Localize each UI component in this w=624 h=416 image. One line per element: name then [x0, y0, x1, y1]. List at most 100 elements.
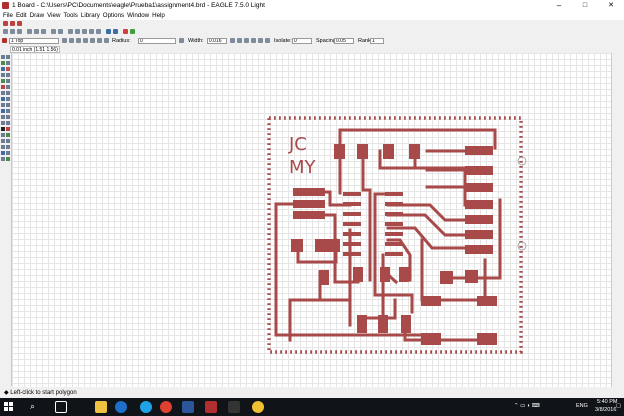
- zoom-fit-icon[interactable]: [68, 29, 73, 34]
- layer-select[interactable]: 1 Top: [9, 38, 59, 44]
- value-icon[interactable]: [6, 91, 10, 95]
- split-icon[interactable]: [1, 103, 5, 107]
- delete-icon[interactable]: [1, 85, 5, 89]
- wire-bend-icon-7[interactable]: [104, 38, 109, 43]
- eagle-taskbar-icon[interactable]: [205, 401, 217, 413]
- menu-window[interactable]: Window: [127, 12, 150, 19]
- menu-options[interactable]: Options: [102, 12, 125, 19]
- rank-field[interactable]: 1: [370, 38, 384, 44]
- close-button[interactable]: ✕: [608, 2, 614, 9]
- board-canvas[interactable]: JC MY: [12, 53, 611, 387]
- optimize-icon[interactable]: [6, 103, 10, 107]
- go-icon[interactable]: [130, 29, 135, 34]
- minimize-button[interactable]: –: [556, 1, 562, 10]
- redraw-icon[interactable]: [89, 29, 94, 34]
- word-icon[interactable]: [182, 401, 194, 413]
- zoom-in-icon[interactable]: [75, 29, 80, 34]
- wire-icon[interactable]: [1, 115, 5, 119]
- route-icon[interactable]: [1, 109, 5, 113]
- redo-icon[interactable]: [113, 29, 118, 34]
- menu-view[interactable]: View: [47, 12, 61, 19]
- print-icon[interactable]: [17, 29, 22, 34]
- signal-icon[interactable]: [6, 133, 10, 137]
- edge-icon[interactable]: [115, 401, 127, 413]
- save-icon[interactable]: [10, 21, 15, 26]
- print-icon[interactable]: [17, 21, 22, 26]
- app-icon-yellow[interactable]: [252, 401, 264, 413]
- chrome-icon[interactable]: [160, 401, 172, 413]
- isolate-field[interactable]: 0: [292, 38, 312, 44]
- show-icon[interactable]: [6, 55, 10, 59]
- rotate-icon[interactable]: [6, 73, 10, 77]
- run-icon[interactable]: [58, 29, 63, 34]
- menu-edit[interactable]: Edit: [15, 12, 27, 19]
- polygon-option-icon[interactable]: [258, 38, 263, 43]
- app-icon-dark[interactable]: [228, 401, 240, 413]
- display-icon[interactable]: [1, 61, 5, 65]
- wire-bend-icon-3[interactable]: [76, 38, 81, 43]
- rect-icon[interactable]: [1, 127, 5, 131]
- board-icon[interactable]: [34, 29, 39, 34]
- stop-icon[interactable]: [123, 29, 128, 34]
- copy-icon[interactable]: [6, 67, 10, 71]
- cam-icon[interactable]: [27, 29, 32, 34]
- mark-icon[interactable]: [6, 61, 10, 65]
- wire-bend-icon[interactable]: [62, 38, 67, 43]
- pour-hatch-icon[interactable]: [237, 38, 242, 43]
- task-view-icon[interactable]: [55, 401, 67, 413]
- miter-icon[interactable]: [6, 97, 10, 101]
- hole-icon[interactable]: [1, 139, 5, 143]
- undo-icon[interactable]: [106, 29, 111, 34]
- attribute-icon[interactable]: [6, 139, 10, 143]
- save-file-icon[interactable]: [10, 29, 15, 34]
- tray-icons[interactable]: ⌃ ▭ ◖ ⌨: [514, 403, 540, 409]
- script-icon[interactable]: [51, 29, 56, 34]
- wire-bend-icon-4[interactable]: [83, 38, 88, 43]
- ripup-icon[interactable]: [6, 109, 10, 113]
- width-field[interactable]: 0.016: [207, 38, 227, 44]
- via-icon[interactable]: [1, 133, 5, 137]
- move-icon[interactable]: [1, 67, 5, 71]
- wire-bend-icon-2[interactable]: [69, 38, 74, 43]
- mirror-icon[interactable]: [1, 73, 5, 77]
- change-icon[interactable]: [6, 79, 10, 83]
- language-indicator[interactable]: ENG: [576, 403, 588, 409]
- ratsnest-icon[interactable]: [6, 145, 10, 149]
- clock-date[interactable]: 3/8/2016: [595, 407, 617, 413]
- smash-icon[interactable]: [1, 97, 5, 101]
- errors-icon[interactable]: [6, 157, 10, 161]
- file-explorer-icon[interactable]: [95, 401, 107, 413]
- text-icon[interactable]: [6, 115, 10, 119]
- polygon-icon[interactable]: [6, 127, 10, 131]
- circle-icon[interactable]: [1, 121, 5, 125]
- open-file-icon[interactable]: [3, 29, 8, 34]
- menu-help[interactable]: Help: [152, 12, 165, 19]
- erc-icon[interactable]: [6, 151, 10, 155]
- name-icon[interactable]: [1, 91, 5, 95]
- schematic-icon[interactable]: [41, 29, 46, 34]
- clock-time[interactable]: 5:40 PM: [597, 399, 618, 405]
- wire-bend-icon-5[interactable]: [90, 38, 95, 43]
- add-icon[interactable]: [6, 85, 10, 89]
- skype-icon[interactable]: [140, 401, 152, 413]
- vertical-scrollbar[interactable]: [611, 53, 624, 387]
- info-icon[interactable]: [1, 55, 5, 59]
- zoom-select-icon[interactable]: [96, 29, 101, 34]
- search-icon[interactable]: ⌕: [30, 401, 36, 411]
- polygon-option-icon-2[interactable]: [265, 38, 270, 43]
- menu-file[interactable]: File: [3, 12, 13, 19]
- spacing-field[interactable]: 0.05: [334, 38, 354, 44]
- dimension-icon[interactable]: [1, 145, 5, 149]
- orphans-icon[interactable]: [251, 38, 256, 43]
- thermals-icon[interactable]: [244, 38, 249, 43]
- zoom-out-icon[interactable]: [82, 29, 87, 34]
- notifications-icon[interactable]: ▢: [616, 403, 622, 409]
- menu-library[interactable]: Library: [80, 12, 100, 19]
- wire-bend-icon-6[interactable]: [97, 38, 102, 43]
- menu-tools[interactable]: Tools: [63, 12, 78, 19]
- pour-solid-icon[interactable]: [230, 38, 235, 43]
- arc-icon[interactable]: [6, 121, 10, 125]
- radius-field[interactable]: 0: [138, 38, 176, 44]
- windows-start-icon[interactable]: [4, 402, 14, 412]
- menu-draw[interactable]: Draw: [29, 12, 45, 19]
